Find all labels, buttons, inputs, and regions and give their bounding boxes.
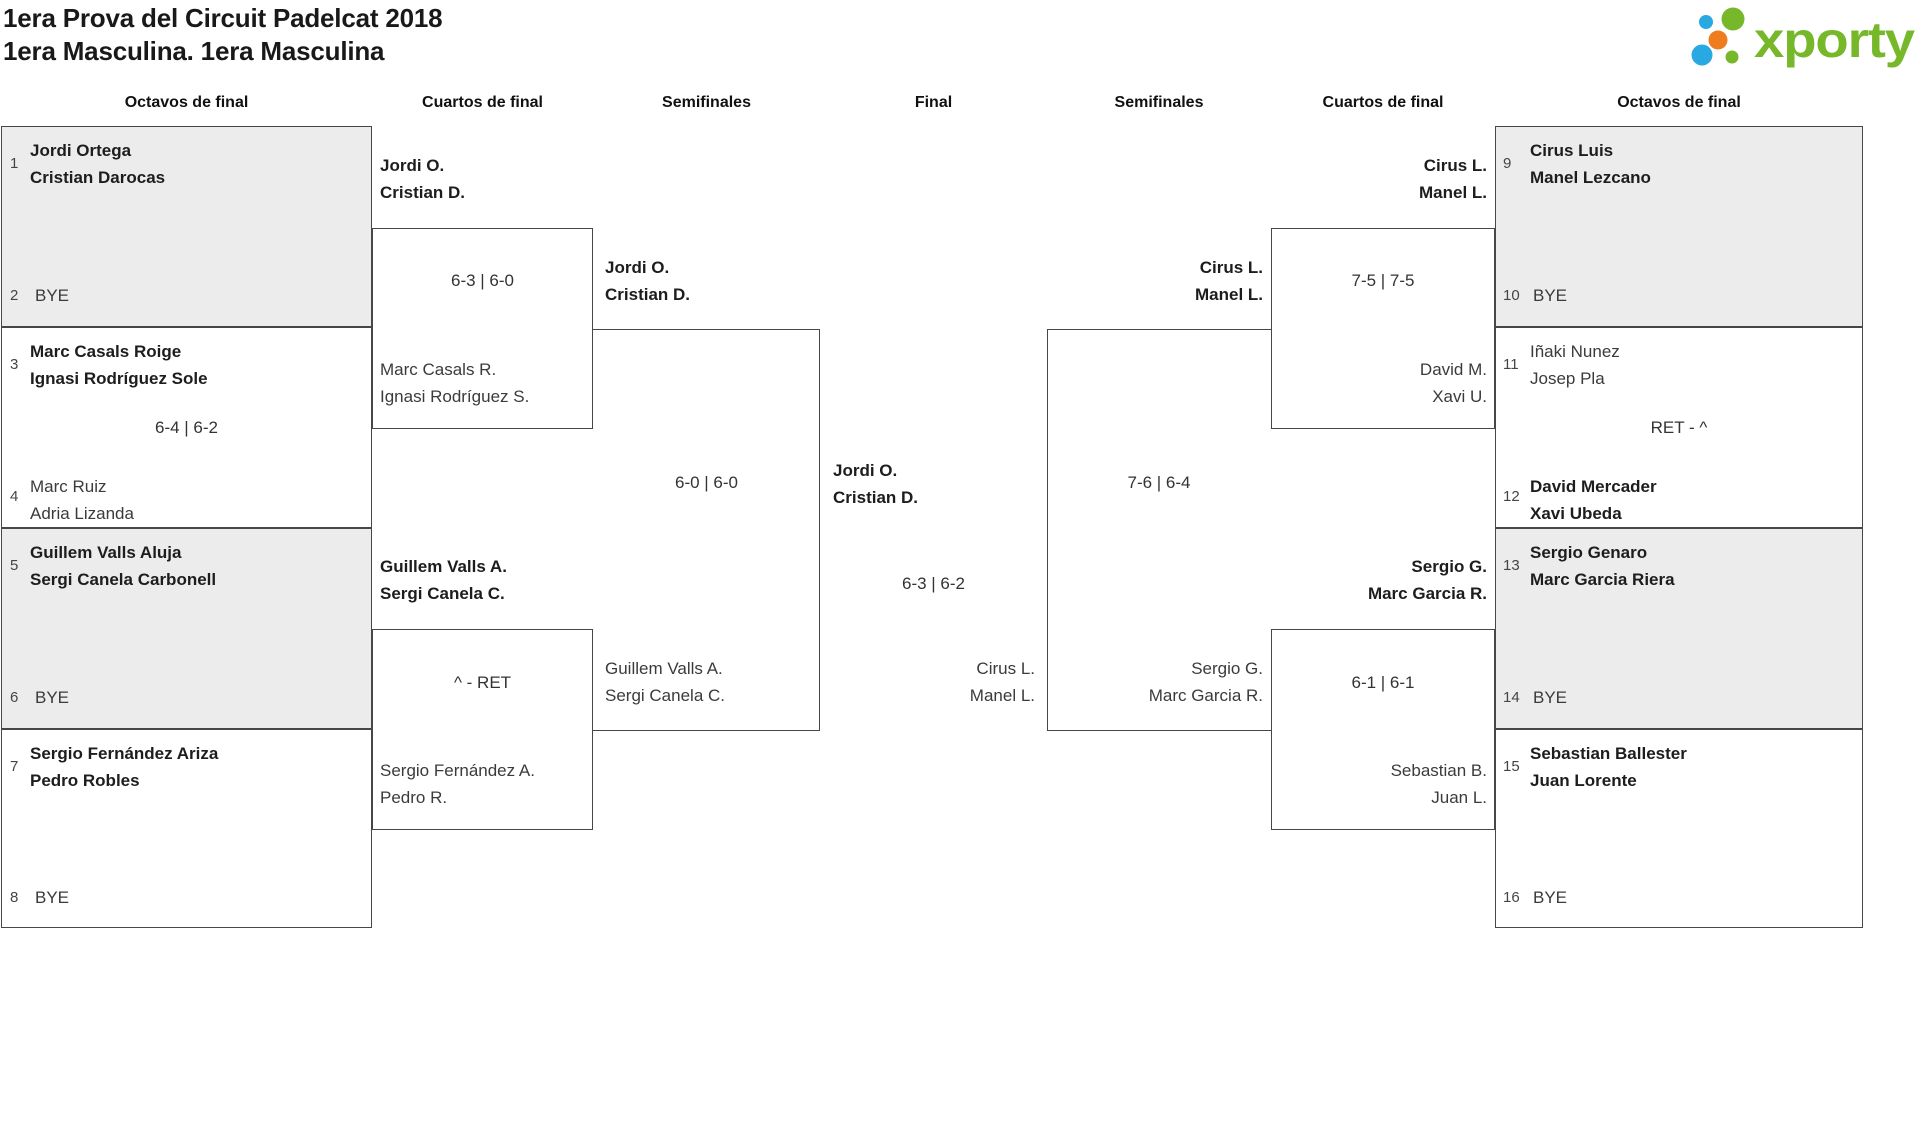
team-name: Jordi Ortega Cristian Darocas xyxy=(30,141,166,187)
team-name: Marc Ruiz Adria Lizanda xyxy=(30,477,134,523)
round-header-cuartos-right: Cuartos de final xyxy=(1322,94,1444,111)
match-score: 7-5 | 7-5 xyxy=(1351,271,1415,290)
final-winner-name: Jordi O. Cristian D. xyxy=(833,461,919,507)
seed-number: 12 xyxy=(1503,488,1520,505)
match-box-r16-left-1 xyxy=(1,126,372,327)
team-name: Jordi O. Cristian D. xyxy=(380,156,466,202)
final-score: 6-3 | 6-2 xyxy=(901,574,965,593)
team-name: Cirus Luis Manel Lezcano xyxy=(1530,141,1651,187)
seed-number: 2 xyxy=(10,287,19,304)
round-header-octavos-right: Octavos de final xyxy=(1617,94,1741,111)
seed-number: 7 xyxy=(10,758,19,775)
match-box-r16-left-2 xyxy=(1,327,372,528)
match-score: 6-4 | 6-2 xyxy=(154,418,218,437)
logo-dot-blue-large xyxy=(1691,44,1713,66)
round-header-semis-right: Semifinales xyxy=(1114,94,1204,111)
logo-dot-green-large xyxy=(1721,7,1745,31)
team-name: Sergio G. Marc Garcia R. xyxy=(1367,557,1487,603)
seed-number: 4 xyxy=(10,488,19,505)
team-name: Sebastian B. Juan L. xyxy=(1390,761,1487,807)
logo-dot-green-small xyxy=(1725,50,1739,64)
category-name: 1era Masculina. 1era Masculina xyxy=(3,36,385,66)
logo-wordmark: xporty xyxy=(1754,12,1915,68)
match-box-r16-right-3 xyxy=(1495,528,1863,729)
match-score: 6-0 | 6-0 xyxy=(674,473,738,492)
round-header-cuartos-left: Cuartos de final xyxy=(422,94,543,111)
bye-label: BYE xyxy=(1533,688,1568,707)
team-name: Sergio Genaro Marc Garcia Riera xyxy=(1530,543,1675,589)
seed-number: 3 xyxy=(10,356,19,373)
team-name: Jordi O. Cristian D. xyxy=(605,258,691,304)
round-header-final: Final xyxy=(914,94,953,111)
bye-label: BYE xyxy=(1533,286,1568,305)
match-box-qf-left-1 xyxy=(372,228,593,429)
seed-number: 8 xyxy=(10,889,19,906)
match-box-sf-left xyxy=(593,329,820,731)
xporty-logo[interactable]: xporty xyxy=(1688,4,1920,76)
match-box-qf-right-1 xyxy=(1271,228,1495,429)
team-name: Guillem Valls Aluja Sergi Canela Carbone… xyxy=(30,543,217,589)
logo-dot-orange xyxy=(1708,30,1728,50)
page-title: 1era Prova del Circuit Padelcat 2018 1er… xyxy=(3,2,443,68)
bye-label: BYE xyxy=(35,286,70,305)
seed-number: 9 xyxy=(1503,155,1512,172)
team-name: David Mercader Xavi Ubeda xyxy=(1530,477,1657,523)
seed-number: 11 xyxy=(1503,356,1519,373)
seed-number: 13 xyxy=(1503,557,1520,574)
match-box-r16-right-4 xyxy=(1495,729,1863,928)
final-runnerup-name: Cirus L. Manel L. xyxy=(969,659,1035,705)
match-score: 7-6 | 6-4 xyxy=(1127,473,1191,492)
team-name: Cirus L. Manel L. xyxy=(1418,156,1487,202)
seed-number: 10 xyxy=(1503,287,1520,304)
match-box-r16-right-1 xyxy=(1495,126,1863,327)
bye-label: BYE xyxy=(1533,888,1568,907)
bye-label: BYE xyxy=(35,888,70,907)
team-name: Sergio Fernández Ariza Pedro Robles xyxy=(30,744,219,790)
logo-dots-icon xyxy=(1691,7,1745,66)
round-header-semis-left: Semifinales xyxy=(662,94,751,111)
team-name: Guillem Valls A. Sergi Canela C. xyxy=(605,659,726,705)
team-name: Marc Casals Roige Ignasi Rodríguez Sole xyxy=(30,342,208,388)
team-name: Sergio G. Marc Garcia R. xyxy=(1148,659,1263,705)
team-name: Guillem Valls A. Sergi Canela C. xyxy=(380,557,507,603)
team-name: Marc Casals R. Ignasi Rodríguez S. xyxy=(380,360,530,406)
match-box-sf-right xyxy=(1047,329,1271,731)
seed-number: 15 xyxy=(1503,758,1520,775)
match-score: 6-3 | 6-0 xyxy=(450,271,514,290)
round-header-octavos-left: Octavos de final xyxy=(124,94,249,111)
match-box-qf-left-2 xyxy=(372,629,593,830)
team-name: Sergio Fernández A. Pedro R. xyxy=(380,761,535,807)
seed-number: 16 xyxy=(1503,889,1520,906)
team-name: Iñaki Nunez Josep Pla xyxy=(1530,342,1620,388)
match-box-r16-right-2 xyxy=(1495,327,1863,528)
logo-dot-blue-small xyxy=(1699,15,1713,29)
match-score: ^ - RET xyxy=(453,673,512,692)
tournament-name: 1era Prova del Circuit Padelcat 2018 xyxy=(3,3,443,33)
team-name: David M. Xavi U. xyxy=(1419,360,1487,406)
bye-label: BYE xyxy=(35,688,70,707)
match-box-r16-left-4 xyxy=(1,729,372,928)
seed-number: 5 xyxy=(10,557,19,574)
seed-number: 14 xyxy=(1503,689,1520,706)
seed-number: 6 xyxy=(10,689,19,706)
team-name: Sebastian Ballester Juan Lorente xyxy=(1530,744,1687,790)
match-box-qf-right-2 xyxy=(1271,629,1495,830)
match-score: RET - ^ xyxy=(1650,418,1708,437)
seed-number: 1 xyxy=(10,155,19,172)
match-score: 6-1 | 6-1 xyxy=(1351,673,1415,692)
match-box-r16-left-3 xyxy=(1,528,372,729)
team-name: Cirus L. Manel L. xyxy=(1194,258,1263,304)
